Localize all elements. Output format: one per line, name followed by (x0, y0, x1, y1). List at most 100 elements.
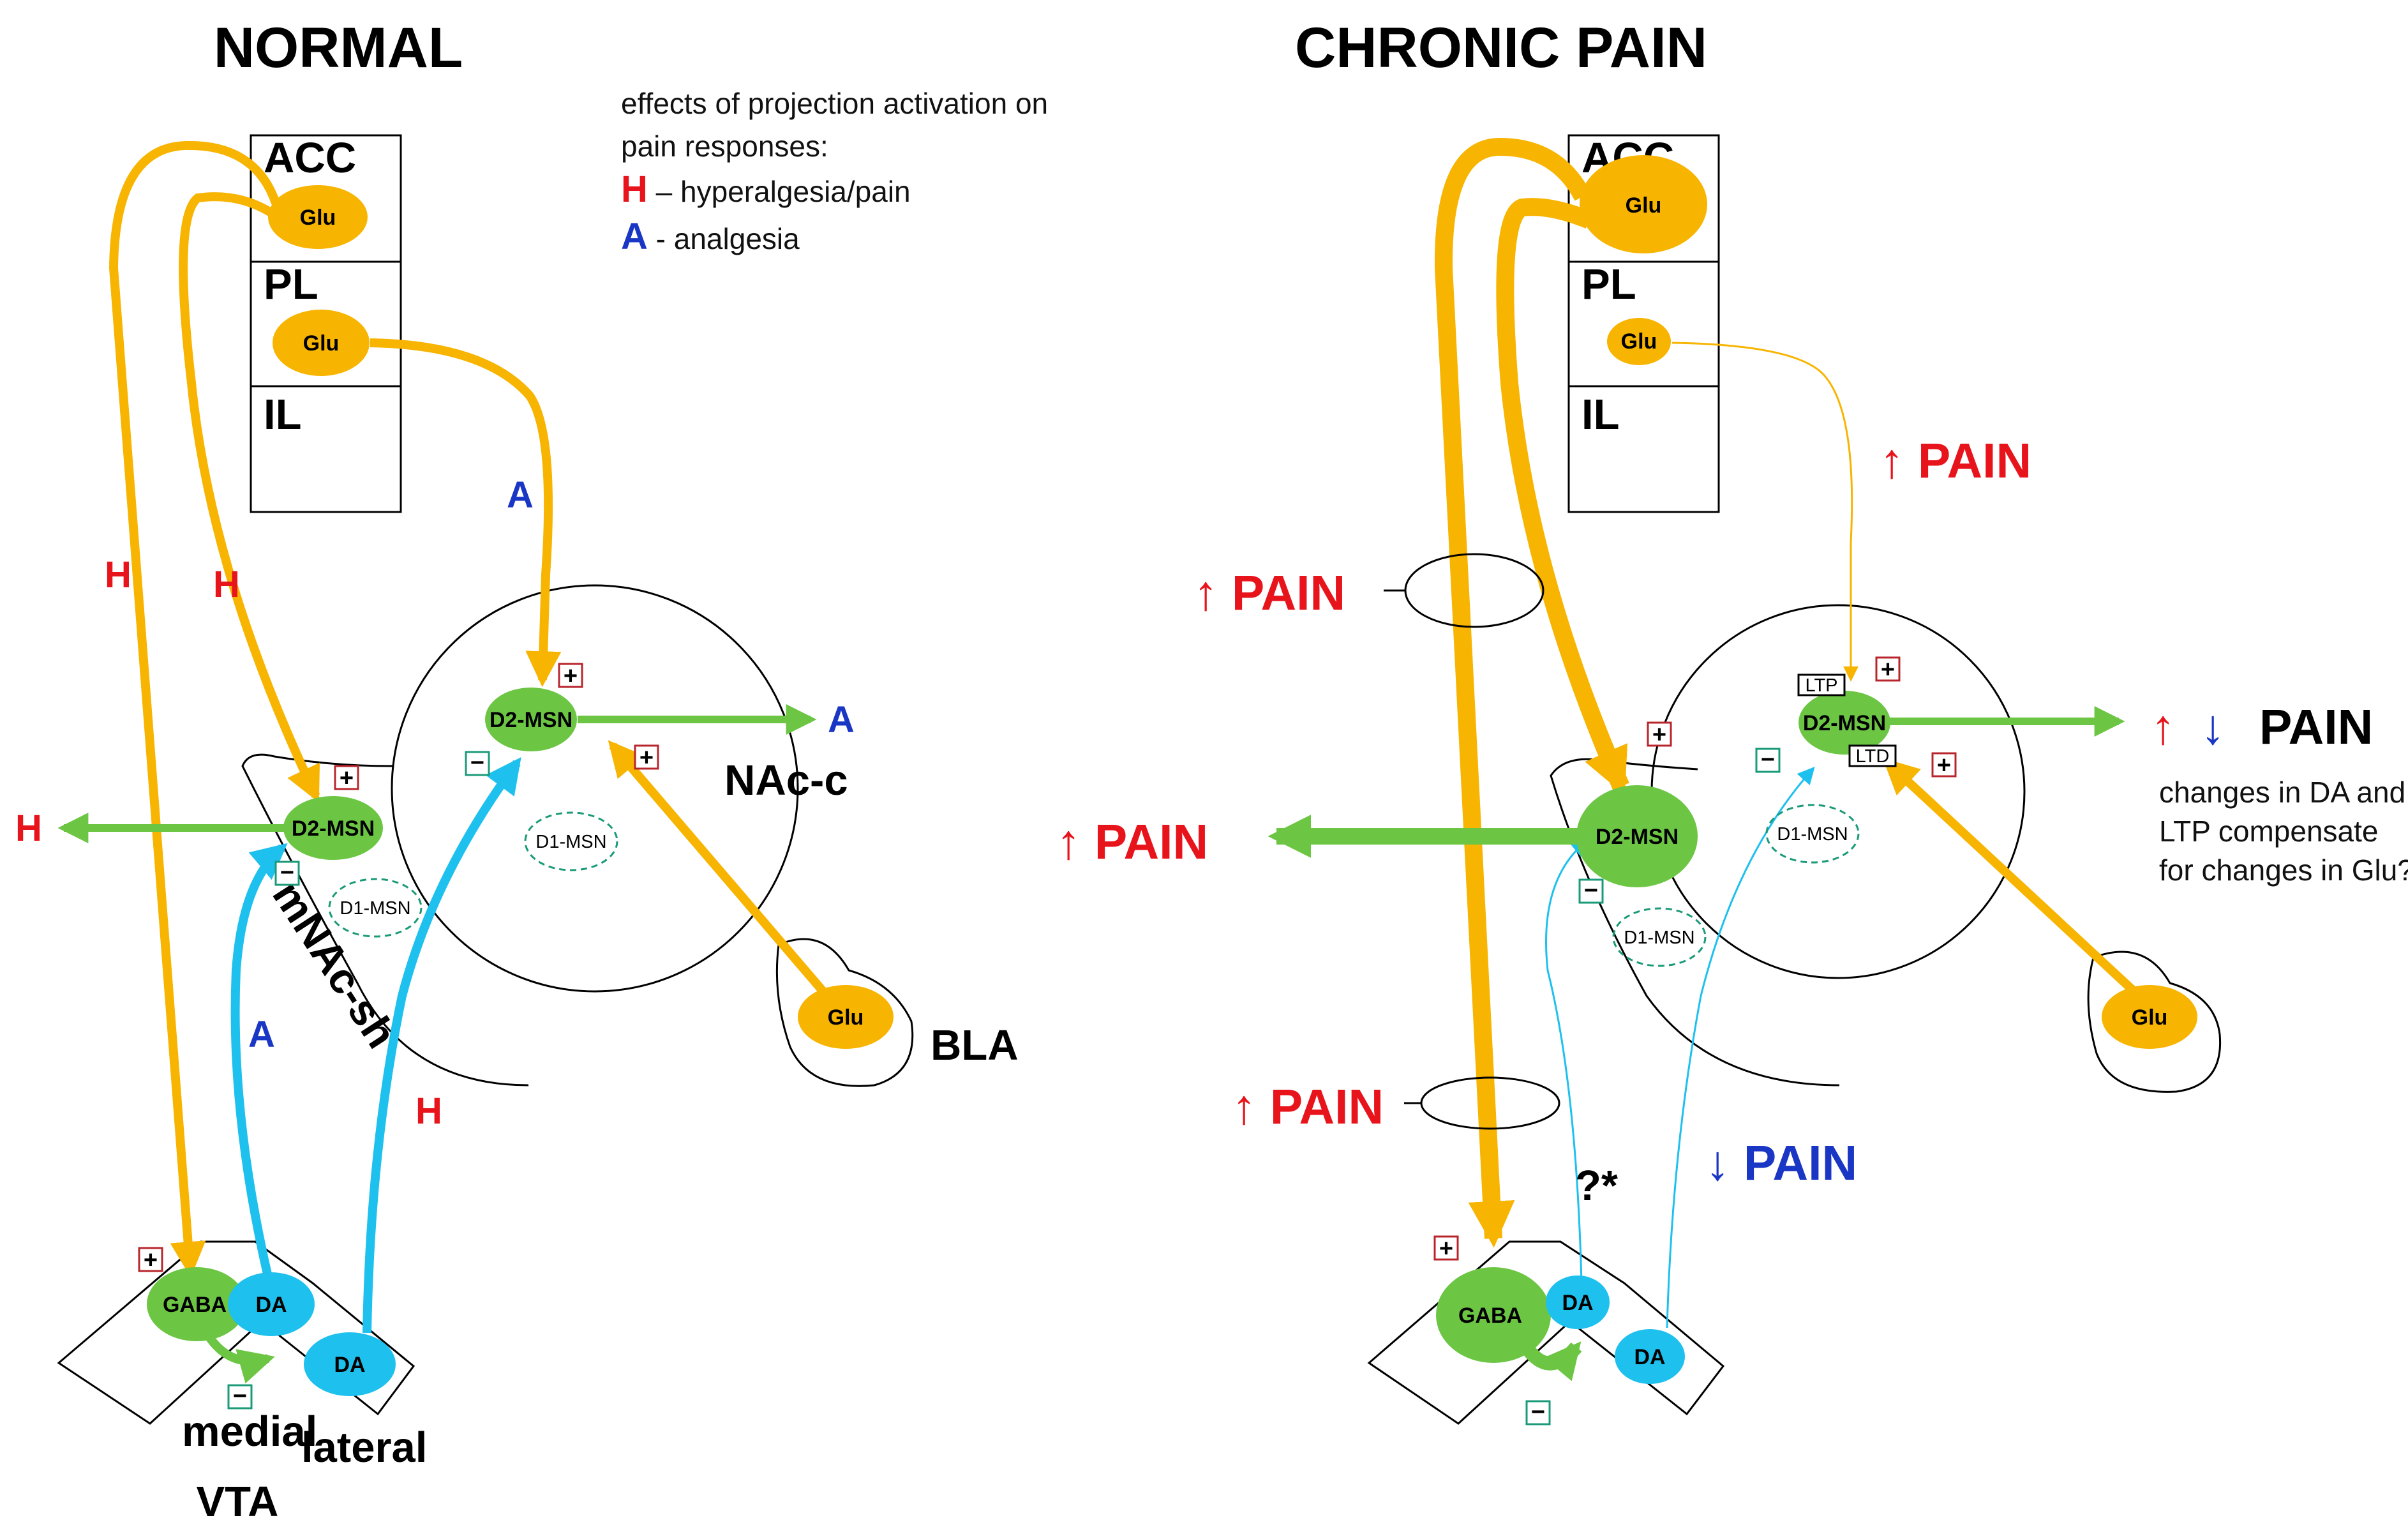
effect-h-acc-shell: H (213, 564, 240, 605)
bla-glu-node-chronic (2102, 985, 2197, 1049)
bla-outline-chronic (2087, 951, 2222, 1093)
shell-d2-msn-chronic (1576, 785, 1698, 887)
pain-down-da: ↓ PAIN (1705, 1136, 1857, 1191)
acc-glu-label-normal: Glu (300, 206, 336, 230)
gaba-to-da-inhibition-normal (204, 1332, 275, 1384)
svg-text:+: + (144, 1247, 158, 1274)
effect-h-shell-output: H (15, 808, 42, 849)
vta-medial-da-label-chronic: DA (1562, 1291, 1593, 1315)
shell-d2-label-chronic: D2-MSN (1596, 825, 1679, 849)
plus-sign-shell-normal: + (334, 765, 359, 792)
pl-glu-node-chronic (1607, 318, 1671, 365)
vta-outline-chronic (1367, 1240, 1725, 1425)
core-d2-msn-chronic (1799, 691, 1890, 755)
acc-to-vta-projection-chronic (1434, 137, 1591, 1248)
vta-medial-da-to-shell (230, 843, 288, 1278)
vta-medial-da-to-shell-chronic (1545, 839, 1589, 1284)
nac-core-circle-chronic (1650, 604, 2026, 979)
ltp-tag: LTP (1797, 673, 1846, 696)
effect-a-core-output: A (828, 699, 855, 741)
minus-sign-shell-normal: − (274, 859, 300, 886)
svg-text:LTD: LTD (1856, 746, 1890, 767)
svg-text:↑: ↑ (2151, 700, 2176, 755)
core-d2-msn-normal (485, 688, 577, 751)
core-d2-label-normal: D2-MSN (490, 708, 572, 732)
legend-line-4: A - analgesia (621, 216, 800, 257)
chronic-panel: ACC PL IL Glu Glu Glu D2-MSN (1056, 134, 2408, 1425)
minus-sign-vta-chronic: − (1525, 1399, 1551, 1425)
core-d1-msn-chronic (1765, 804, 1860, 864)
pain-up-pl-core: ↑ PAIN (1880, 433, 2031, 488)
acc-glu-label-chronic: Glu (1626, 193, 1662, 218)
acc-glu-node-normal (268, 185, 368, 249)
bla-to-core-projection (608, 740, 834, 1002)
pl-to-core-projection-chronic (1671, 342, 1858, 682)
svg-text:+: + (1439, 1235, 1453, 1262)
note-line-1: changes in DA and (2159, 776, 2405, 809)
cortex-column-normal (250, 134, 402, 513)
core-output-pain-label: ↑ ↓ PAIN (2151, 700, 2373, 755)
lateral-label: lateral (301, 1424, 427, 1471)
vta-medial-da-node-chronic (1546, 1275, 1610, 1329)
vta-gaba-label-chronic: GABA (1458, 1304, 1522, 1328)
bla-label-normal: BLA (931, 1021, 1019, 1069)
plus-sign-core-chronic: + (1875, 656, 1901, 683)
acc-label-normal: ACC (264, 134, 356, 182)
pl-glu-node-normal (273, 310, 370, 376)
question-mark-label: ?* (1575, 1162, 1619, 1210)
vta-gaba-label-normal: GABA (163, 1293, 227, 1317)
svg-text:−: − (233, 1383, 247, 1410)
pl-label-chronic: PL (1582, 260, 1636, 308)
vta-lateral-da-label-normal: DA (334, 1353, 365, 1377)
core-d1-label-chronic: D1-MSN (1777, 824, 1848, 845)
svg-text:−: − (470, 749, 484, 776)
plus-sign-vta-normal: + (138, 1247, 163, 1274)
plus-sign-core-normal: + (558, 663, 583, 689)
vta-lateral-da-label-chronic: DA (1634, 1345, 1665, 1369)
vta-lateral-da-node-chronic (1615, 1329, 1685, 1384)
effect-h-da-core: H (415, 1090, 442, 1132)
vta-outline-normal (57, 1240, 415, 1425)
minus-sign-shell-chronic: − (1578, 877, 1604, 904)
il-label-normal: IL (264, 391, 302, 439)
vta-lateral-da-node-normal (304, 1332, 396, 1396)
shell-d1-label-normal: D1-MSN (340, 898, 410, 919)
ltd-tag: LTD (1848, 744, 1897, 767)
legend-line-1: effects of projection activation on (621, 87, 1048, 120)
note-line-2: LTP compensate (2159, 815, 2379, 848)
svg-text:+: + (1652, 721, 1666, 748)
effect-a-da-shell: A (248, 1014, 275, 1055)
medial-label: medial (182, 1408, 317, 1456)
svg-text:PAIN: PAIN (2259, 700, 2373, 755)
shell-d1-msn-chronic (1612, 907, 1707, 967)
vta-label-normal: VTA (196, 1478, 278, 1526)
bla-glu-label-chronic: Glu (2132, 1005, 2168, 1030)
vta-gaba-node-chronic (1436, 1267, 1551, 1363)
svg-text:+: + (1937, 752, 1951, 779)
effect-h-acc-vta: H (105, 554, 131, 596)
acc-to-vta-projection (108, 140, 280, 1278)
svg-text:LTP: LTP (1805, 675, 1837, 696)
cortex-column-chronic (1567, 134, 1720, 513)
legend: effects of projection activation on pain… (621, 87, 1048, 257)
normal-panel: ACC PL IL Glu Glu Glu D2-MSN D2-MSN D1-M… (15, 134, 1019, 1526)
acc-to-shell-projection (179, 192, 320, 803)
note-line-3: for changes in Glu? (2159, 854, 2408, 887)
pl-glu-label-chronic: Glu (1621, 329, 1657, 354)
core-d1-label-normal: D1-MSN (535, 832, 606, 852)
svg-text:−: − (280, 859, 294, 886)
plus-sign-vta-chronic: + (1433, 1235, 1459, 1262)
svg-text:+: + (564, 663, 578, 689)
il-label-chronic: IL (1582, 391, 1620, 439)
vta-medial-da-node-normal (228, 1272, 315, 1336)
bla-to-core-projection-chronic (1882, 758, 2148, 1005)
bla-glu-label-normal: Glu (828, 1005, 864, 1030)
shell-d1-msn-normal (328, 878, 423, 938)
nacc-label-normal: NAc-c (724, 756, 848, 804)
vta-lateral-da-to-core (363, 757, 521, 1334)
minus-sign-core-chronic: − (1755, 746, 1781, 773)
minus-sign-core-normal: − (465, 749, 490, 776)
vta-medial-da-label-normal: DA (255, 1293, 287, 1317)
svg-text:+: + (639, 744, 654, 771)
